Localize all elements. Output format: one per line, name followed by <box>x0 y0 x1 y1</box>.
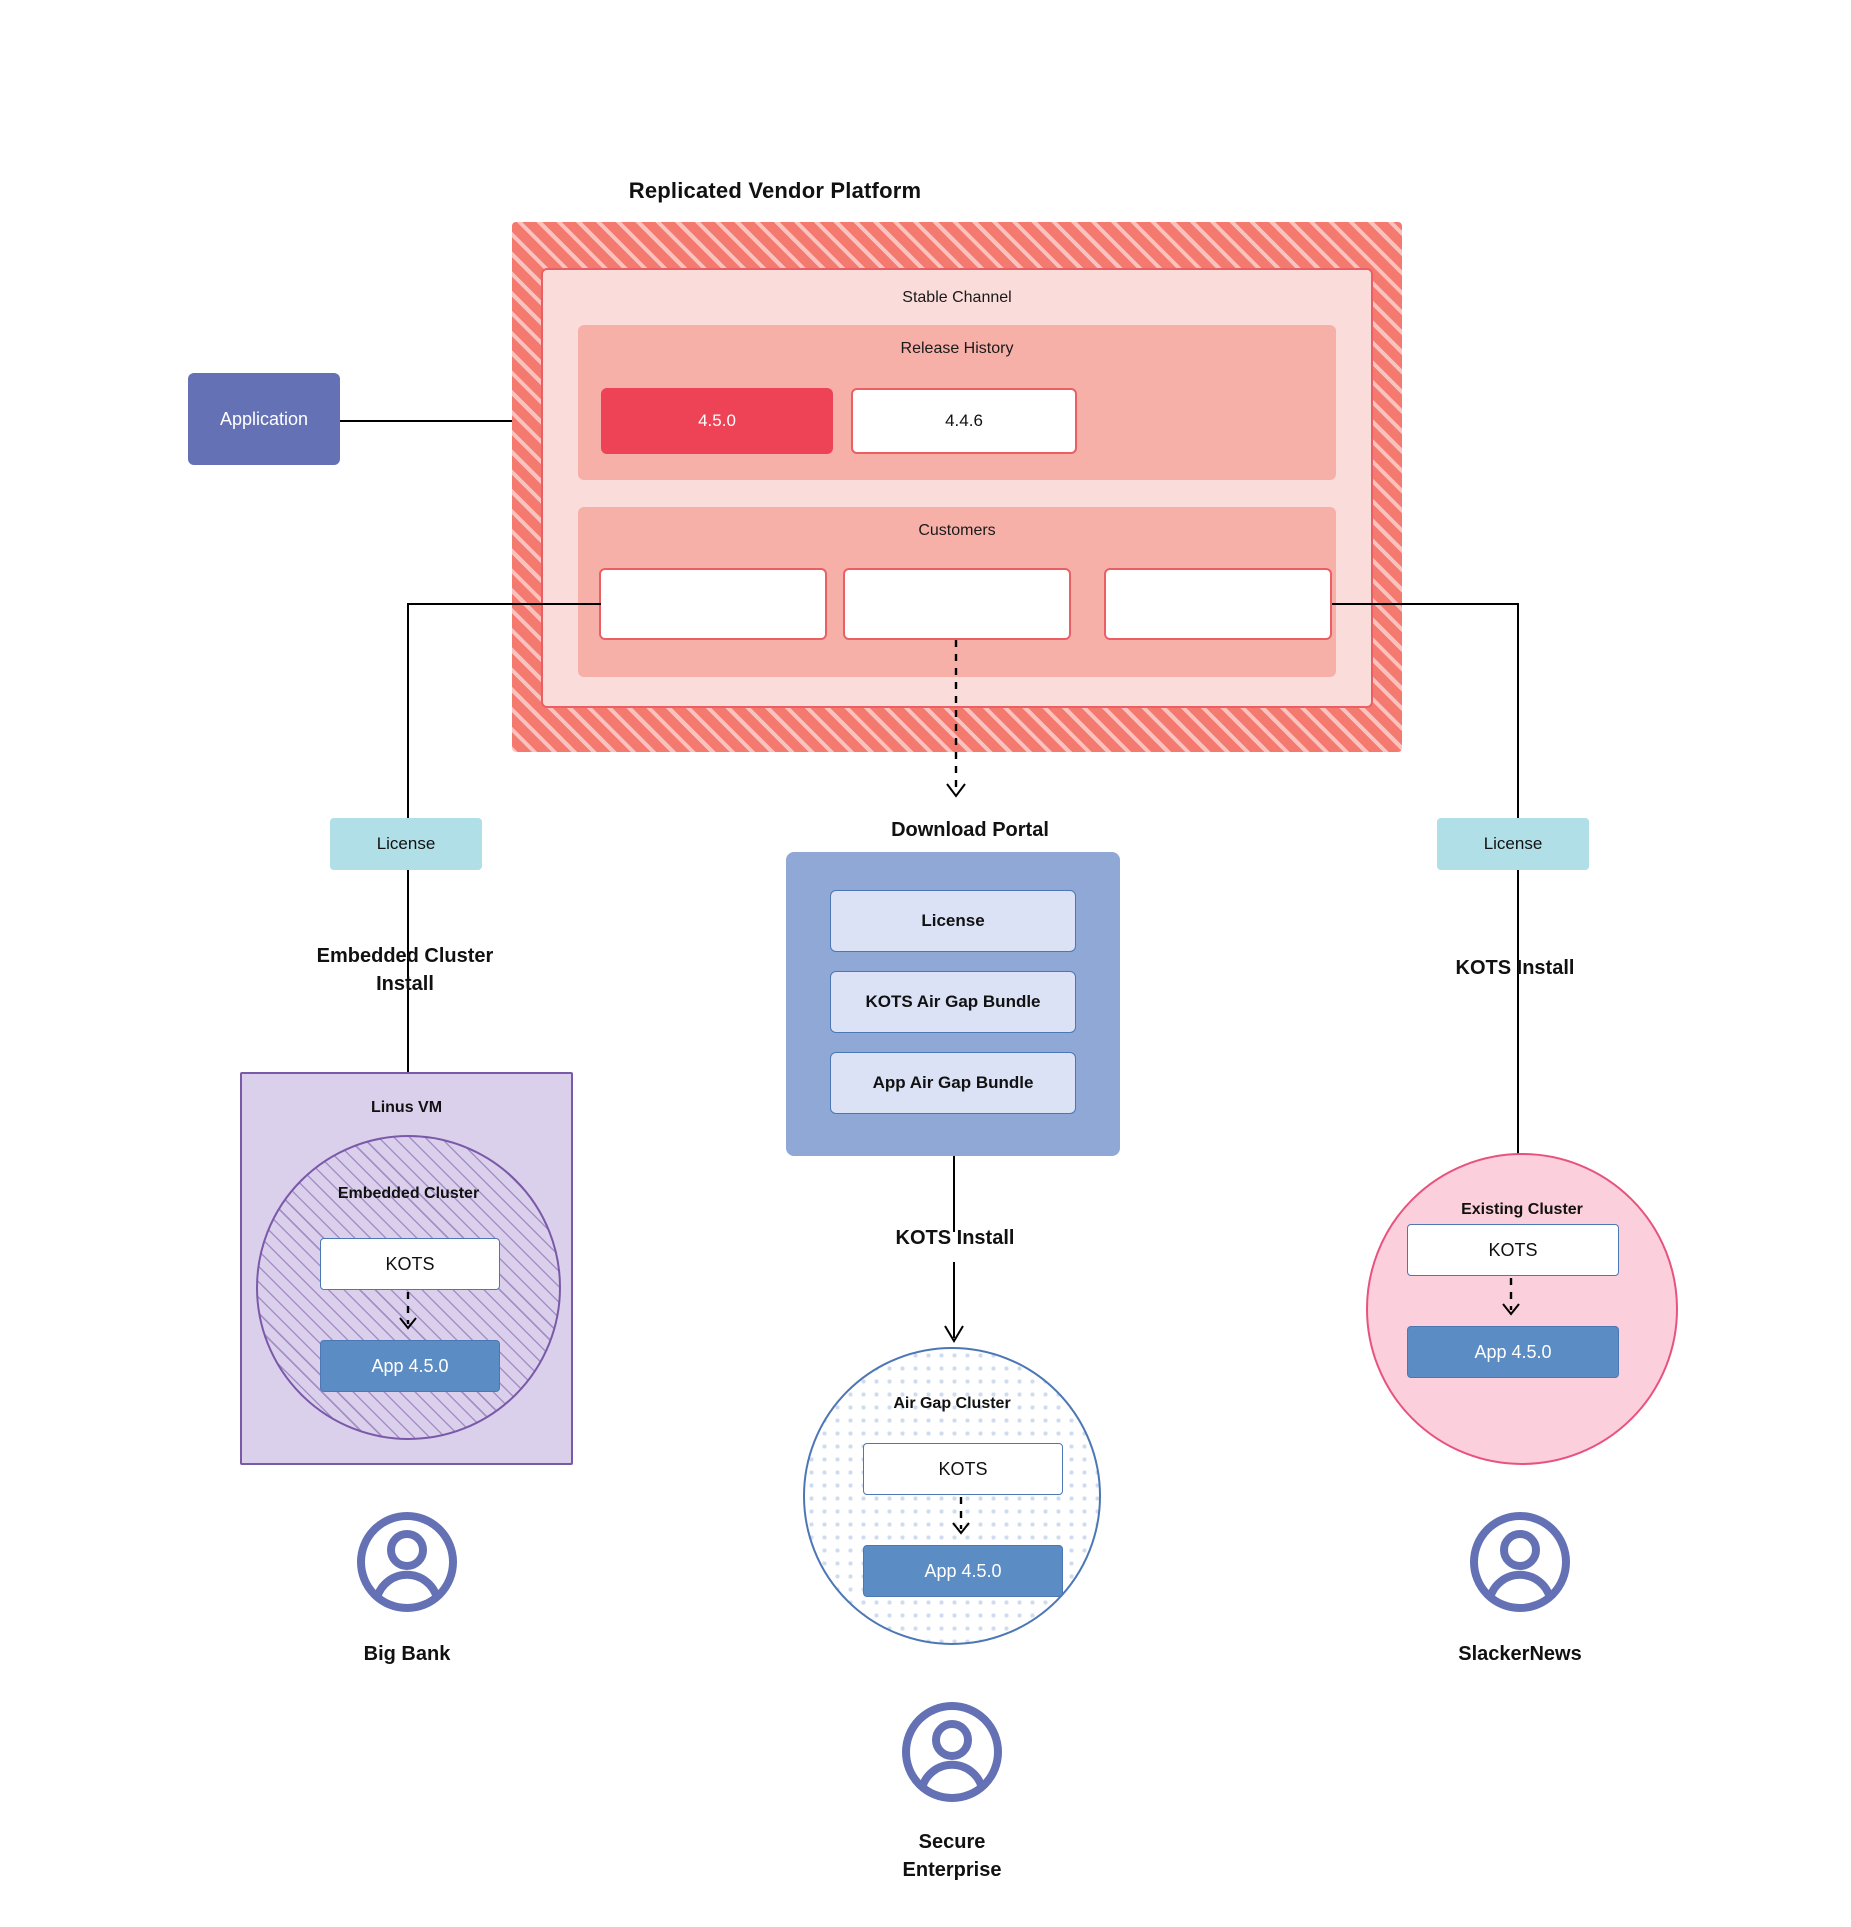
customer-label-secure-enterprise: Secure Enterprise <box>902 1831 1002 1881</box>
portal-item-app-air-gap-bundle[interactable]: App Air Gap Bundle <box>830 1052 1076 1114</box>
portal-to-install-edge <box>953 1156 955 1232</box>
customer-label-slackernews: SlackerNews <box>1458 1643 1582 1665</box>
stable-channel-label: Stable Channel <box>902 289 1012 306</box>
customer-label-big-bank: Big Bank <box>363 1643 451 1665</box>
big-bank-to-embedded-edge <box>407 603 601 1050</box>
release-box-previous[interactable]: 4.4.6 <box>851 388 1077 454</box>
user-avatar-icon-secure-enterprise <box>900 1700 1004 1804</box>
release-history-label: Release History <box>900 340 1014 357</box>
portal-item-license[interactable]: License <box>830 890 1076 952</box>
linux-vm-title: Linus VM <box>370 1099 443 1116</box>
slackernews-to-existing-edge <box>1332 603 1519 1050</box>
customer-box-secure-enterprise[interactable] <box>843 568 1071 640</box>
airgap-cluster-circle: Air Gap Cluster <box>803 1347 1101 1645</box>
embedded-kots-to-app-dashed-arrow <box>399 1292 417 1330</box>
kots-install-label-right: KOTS Install <box>1455 957 1575 979</box>
kots-install-label-middle: KOTS Install <box>895 1227 1015 1249</box>
customer-box-big-bank[interactable] <box>599 568 827 640</box>
right-license-down-edge <box>1517 1012 1519 1108</box>
existing-cluster-circle: Existing Cluster <box>1366 1153 1678 1465</box>
secure-enterprise-to-portal-dashed-arrow <box>946 640 966 798</box>
page-title: Replicated Vendor Platform <box>628 178 922 203</box>
license-chip-right[interactable]: License <box>1437 818 1589 870</box>
customer-box-slackernews[interactable] <box>1104 568 1332 640</box>
license-chip-left[interactable]: License <box>330 818 482 870</box>
embedded-cluster-title: Embedded Cluster <box>337 1185 480 1202</box>
install-to-airgap-arrow <box>944 1262 964 1343</box>
existing-kots-to-app-dashed-arrow <box>1502 1278 1520 1316</box>
application-node[interactable]: Application <box>188 373 340 465</box>
embedded-kots-box[interactable]: KOTS <box>320 1238 500 1290</box>
airgap-app-box[interactable]: App 4.5.0 <box>863 1545 1063 1597</box>
customers-label: Customers <box>918 522 996 539</box>
portal-item-kots-air-gap-bundle[interactable]: KOTS Air Gap Bundle <box>830 971 1076 1033</box>
user-avatar-icon-slackernews <box>1468 1510 1572 1614</box>
existing-kots-box[interactable]: KOTS <box>1407 1224 1619 1276</box>
embedded-app-box[interactable]: App 4.5.0 <box>320 1340 500 1392</box>
airgap-cluster-title: Air Gap Cluster <box>893 1395 1011 1412</box>
embedded-cluster-install-label: Embedded Cluster Install <box>316 945 494 995</box>
airgap-kots-to-app-dashed-arrow <box>952 1497 970 1535</box>
existing-cluster-title: Existing Cluster <box>1461 1201 1583 1218</box>
airgap-kots-box[interactable]: KOTS <box>863 1443 1063 1495</box>
existing-app-box[interactable]: App 4.5.0 <box>1407 1326 1619 1378</box>
user-avatar-icon-big-bank <box>355 1510 459 1614</box>
release-box-current[interactable]: 4.5.0 <box>601 388 833 454</box>
download-portal-title: Download Portal <box>891 818 1049 841</box>
